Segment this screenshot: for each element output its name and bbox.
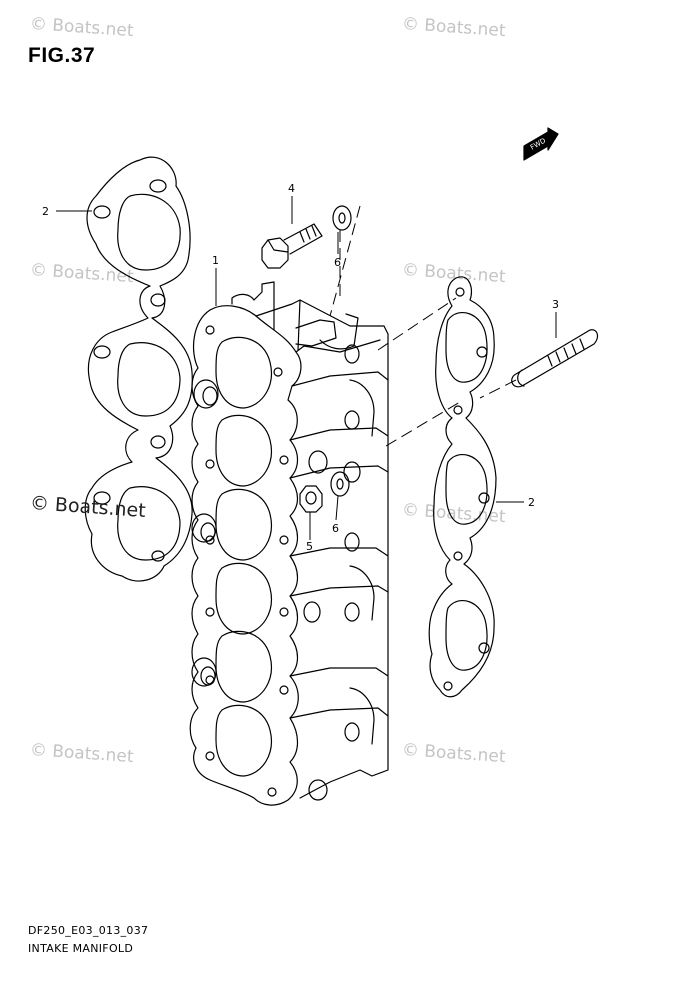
figure-code: DF250_E03_013_037 [28, 924, 149, 937]
gasket-left [84, 156, 193, 582]
callout-4: 4 [288, 182, 295, 195]
callout-2-right: 2 [528, 496, 535, 509]
figure-name: INTAKE MANIFOLD [28, 942, 134, 955]
gasket-right [428, 276, 497, 698]
nut-and-washer [299, 461, 361, 513]
callout-1: 1 [212, 254, 219, 267]
callout-6-mid: 6 [332, 522, 339, 535]
stud-bolt [511, 329, 599, 388]
callout-6-top: 6 [334, 256, 341, 269]
flange-bolt [261, 223, 323, 269]
fwd-arrow-icon [523, 127, 559, 161]
callout-5: 5 [306, 540, 313, 553]
callout-3: 3 [552, 298, 559, 311]
washer-top [332, 205, 352, 231]
intake-manifold [189, 281, 389, 806]
figure-title: FIG.37 [28, 44, 96, 67]
callout-2-left: 2 [42, 205, 49, 218]
